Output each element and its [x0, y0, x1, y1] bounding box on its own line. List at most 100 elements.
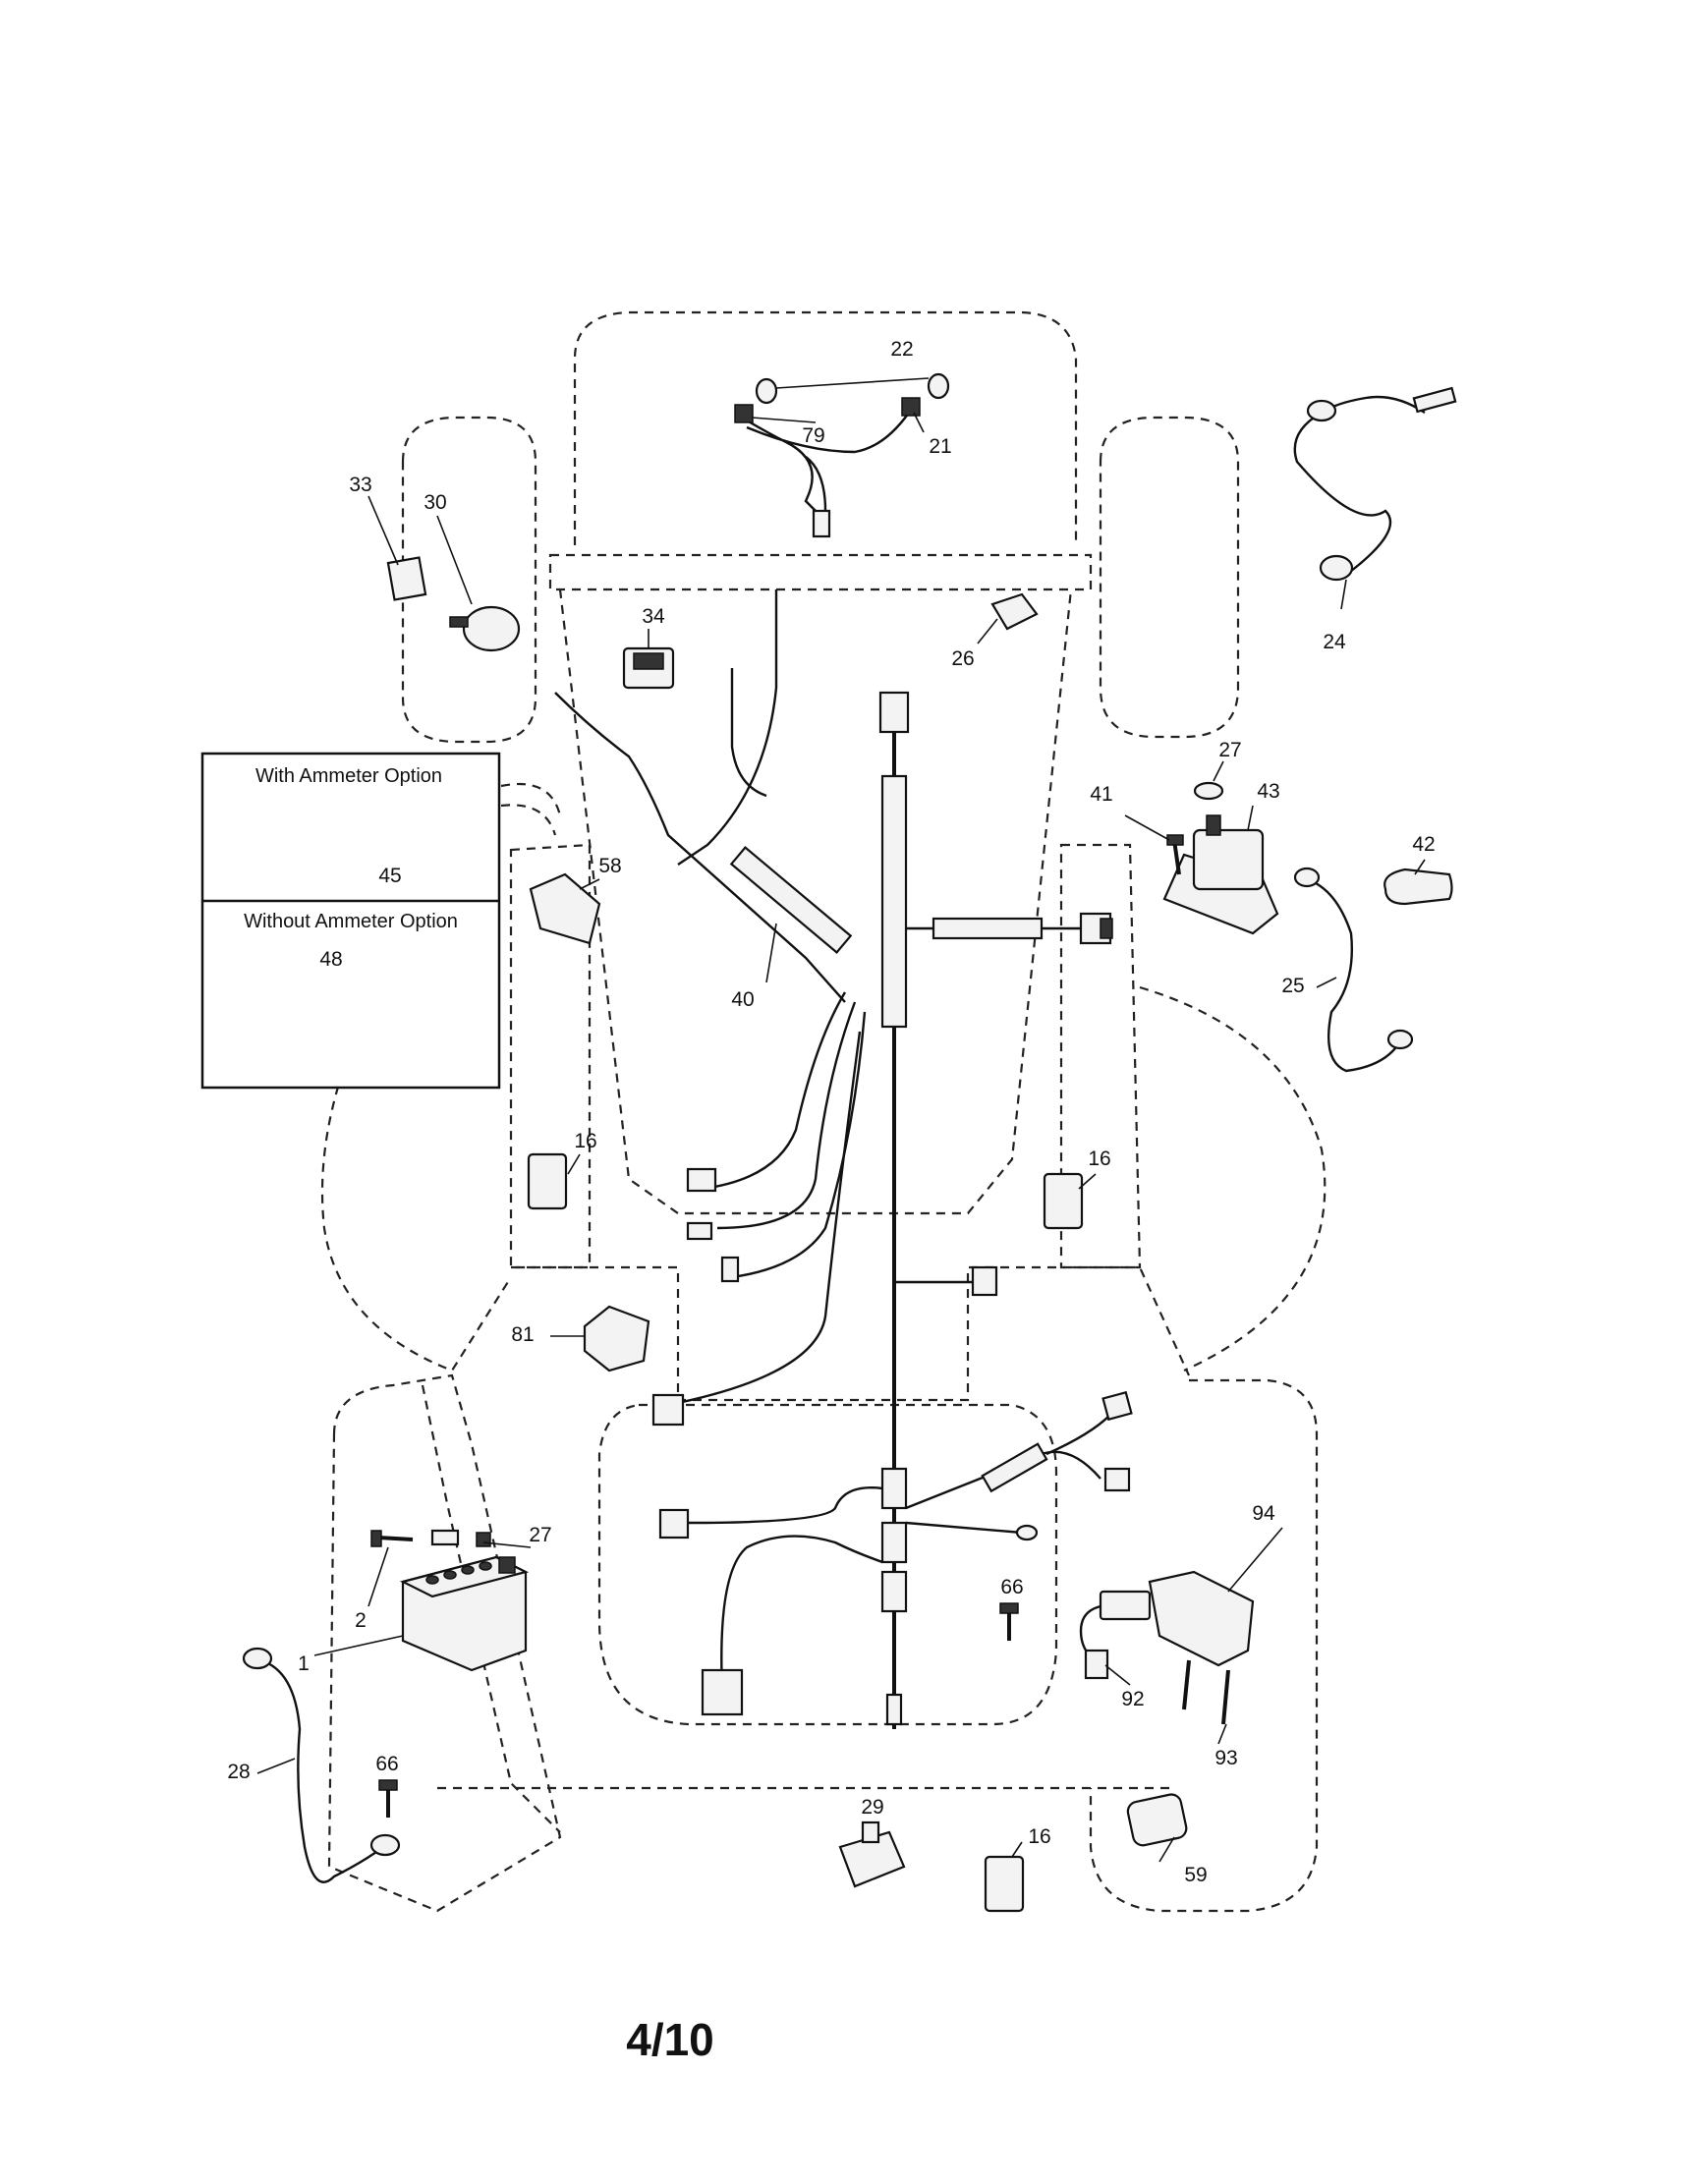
wire-to-switch-panel [554, 692, 846, 1003]
callout-28: 28 [227, 1761, 250, 1783]
part-26-bracket [990, 592, 1039, 631]
part-25-ring-bottom [1386, 1029, 1414, 1050]
headlight-connector [812, 509, 831, 538]
part-24-ring-bottom [1319, 554, 1354, 582]
wire-left-loop2 [716, 1001, 857, 1230]
rear-deck-zone [597, 1403, 1058, 1726]
part-2-clamp [430, 1529, 460, 1546]
callout-22: 22 [890, 338, 913, 361]
battery-cells [425, 1561, 492, 1585]
callout-58: 58 [598, 855, 621, 877]
callout-21: 21 [929, 435, 951, 458]
wire-upper-connector-b [730, 668, 767, 798]
left-rear-wheel-zone [320, 1040, 512, 1372]
without-ammeter-label: Without Ammeter Option [244, 911, 458, 932]
leader-lines [256, 495, 1426, 1863]
part-24-ring-top [1306, 399, 1337, 422]
callout-16-bottom: 16 [1028, 1825, 1050, 1848]
right-rear-fender-zone [1089, 1378, 1319, 1913]
left-tip-c [720, 1256, 740, 1283]
bulb-right [927, 372, 950, 400]
hood-zone [573, 310, 1078, 545]
part-93-screw-b [1221, 1669, 1230, 1725]
part-28-cable [259, 1658, 384, 1883]
part-34-rocker [633, 652, 664, 670]
lower-left-plug [658, 1508, 690, 1540]
left-tip-b [686, 1221, 713, 1241]
part-1-battery-top [399, 1555, 530, 1598]
harness-connector-top [878, 691, 910, 734]
part-29-plunger [861, 1820, 880, 1844]
part-58-cover [529, 872, 601, 945]
part-59-module [1126, 1793, 1188, 1847]
harness-sleeve-low-3 [880, 1570, 908, 1613]
callout-94: 94 [1252, 1502, 1275, 1525]
wire-to-lower-left [667, 1031, 862, 1407]
tractor-outline-zones [320, 310, 1327, 1913]
wire-lower-right-c [1045, 1414, 1111, 1456]
part-27-nut-battery [476, 1532, 491, 1547]
dash-panel-zone [548, 553, 1093, 591]
part-41-head [1166, 834, 1184, 846]
ammeter-option-box: With Ammeter Option Without Ammeter Opti… [200, 752, 501, 1090]
part-28-ring-bottom [369, 1833, 401, 1857]
callout-2: 2 [355, 1609, 367, 1632]
wire-lower-left [687, 1486, 883, 1525]
part-24-boot [1412, 386, 1457, 414]
callout-30: 30 [424, 491, 446, 514]
left-front-wheel-zone [401, 416, 537, 744]
part-92-connector [1084, 1649, 1109, 1680]
opt-box-link [500, 782, 562, 836]
part-30-key [449, 616, 469, 628]
right-rear-wheel-zone [1139, 985, 1327, 1372]
part-93-screw-a [1182, 1659, 1191, 1710]
part-16-relay-left [527, 1152, 568, 1210]
lamp-socket-left [734, 404, 754, 423]
wire-left-loop [702, 991, 847, 1191]
harness-branch-sleeve [932, 917, 1044, 940]
main-harness [554, 589, 1133, 1729]
left-tip-a [686, 1167, 717, 1193]
callout-66-lower: 66 [375, 1753, 398, 1775]
components [242, 386, 1457, 1913]
part-42-boot [1383, 868, 1453, 906]
center-frame-zone [558, 588, 1073, 1215]
lamp-socket-right [901, 397, 921, 417]
wire-left-loop3 [731, 1011, 867, 1279]
harness-sleeve-top [880, 774, 908, 1029]
part-25-cable [1306, 877, 1402, 1073]
callout-33: 33 [349, 474, 371, 496]
part-41-bolt [1172, 839, 1181, 875]
part-33-clip [386, 556, 427, 601]
headlight-assembly [734, 372, 950, 538]
callout-79: 79 [802, 424, 824, 447]
part-24-cable [1293, 395, 1426, 576]
lower-six-pin-connector [701, 1668, 744, 1716]
mid-right-connector [971, 1265, 998, 1297]
callout-1: 1 [298, 1652, 310, 1675]
part-43-terminal [1206, 814, 1221, 836]
harness-branch-plug [1100, 918, 1113, 939]
with-ammeter-label: With Ammeter Option [255, 765, 442, 787]
callout-numbers: 22 79 21 33 30 34 26 24 27 43 41 42 45 5… [227, 338, 1435, 1886]
left-mid-zone [509, 843, 592, 1269]
callout-43: 43 [1257, 780, 1279, 803]
callout-59: 59 [1184, 1864, 1207, 1886]
part-92-switch [1099, 1590, 1152, 1621]
part-16-relay-bottom [984, 1855, 1025, 1913]
page-number: 4/10 [626, 2014, 714, 2065]
left-rear-fender-zone [327, 1373, 562, 1913]
ring-terminal-lower [1015, 1524, 1039, 1541]
rear-center-link [421, 1384, 561, 1833]
bulb-left [755, 377, 778, 405]
part-2-bolt [377, 1536, 414, 1541]
lower-right-sleeve [981, 1442, 1048, 1493]
harness-sleeve-diag [729, 846, 853, 954]
callout-29: 29 [861, 1796, 883, 1819]
callout-16-right: 16 [1088, 1148, 1110, 1170]
callout-25: 25 [1281, 975, 1304, 997]
right-mid-zone [1059, 843, 1142, 1269]
part-94-module [1148, 1570, 1255, 1667]
callout-42: 42 [1412, 833, 1435, 856]
headlight-wire [741, 412, 910, 512]
